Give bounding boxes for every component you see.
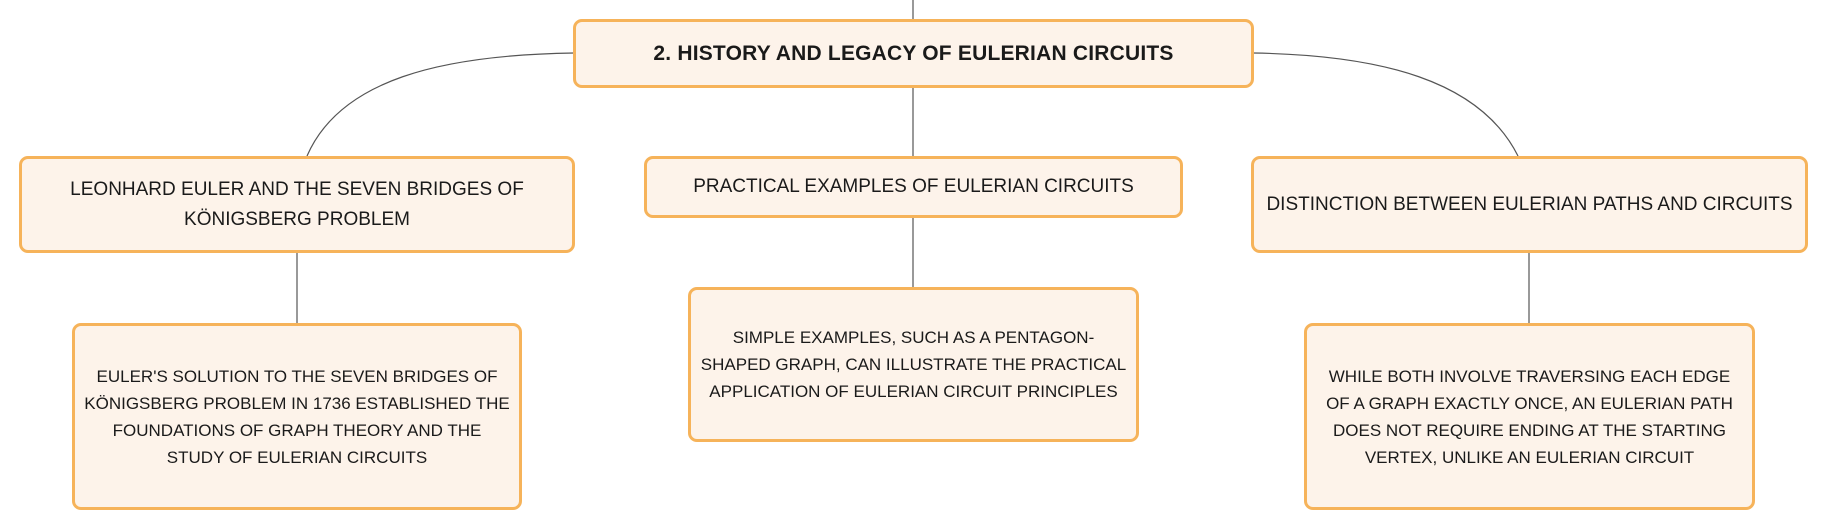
branch-node-paths-vs-circuits[interactable]: DISTINCTION BETWEEN EULERIAN PATHS AND C…	[1251, 156, 1808, 253]
detail-node-euler-solution[interactable]: EULER'S SOLUTION TO THE SEVEN BRIDGES OF…	[72, 323, 522, 510]
branch-node-practical-examples[interactable]: PRACTICAL EXAMPLES OF EULERIAN CIRCUITS	[644, 156, 1183, 218]
branch-node-label: DISTINCTION BETWEEN EULERIAN PATHS AND C…	[1266, 193, 1793, 215]
connector-root-to-branch-3	[1252, 52, 1519, 157]
detail-node-text: SIMPLE EXAMPLES, SUCH AS A PENTAGON-SHAP…	[700, 328, 1127, 401]
connector-root-to-branch-1	[306, 52, 575, 157]
root-node-label: 2. HISTORY AND LEGACY OF EULERIAN CIRCUI…	[653, 41, 1174, 65]
branch-node-euler-konigsberg[interactable]: LEONHARD EULER AND THE SEVEN BRIDGES OF …	[19, 156, 575, 253]
detail-node-text: EULER'S SOLUTION TO THE SEVEN BRIDGES OF…	[84, 366, 510, 467]
root-node[interactable]: 2. HISTORY AND LEGACY OF EULERIAN CIRCUI…	[573, 19, 1254, 88]
branch-node-label: LEONHARD EULER AND THE SEVEN BRIDGES OF …	[70, 178, 524, 230]
detail-node-text: WHILE BOTH INVOLVE TRAVERSING EACH EDGE …	[1326, 366, 1733, 467]
branch-node-label: PRACTICAL EXAMPLES OF EULERIAN CIRCUITS	[693, 176, 1134, 197]
detail-node-path-circuit-difference[interactable]: WHILE BOTH INVOLVE TRAVERSING EACH EDGE …	[1304, 323, 1755, 510]
detail-node-pentagon-example[interactable]: SIMPLE EXAMPLES, SUCH AS A PENTAGON-SHAP…	[688, 287, 1139, 442]
